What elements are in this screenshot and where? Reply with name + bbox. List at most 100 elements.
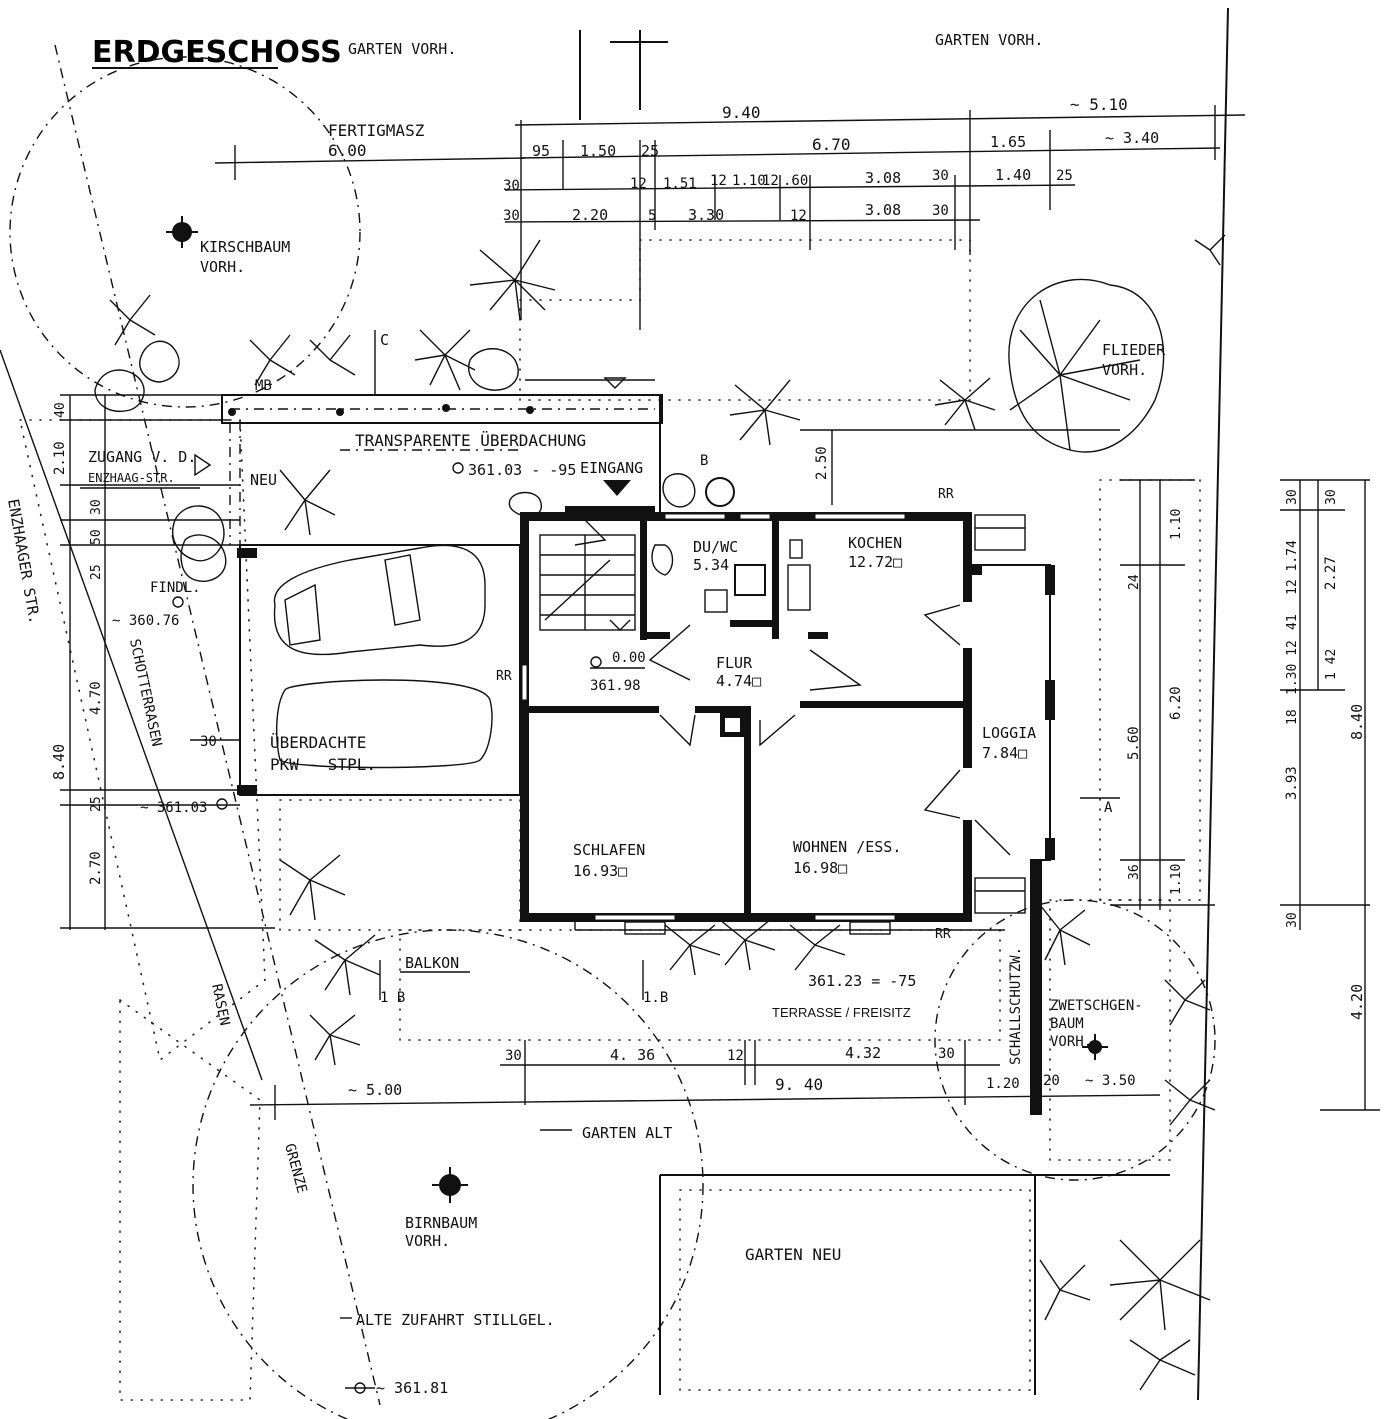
level-pkw: ~ 361.03	[140, 800, 207, 816]
birnbaum-label: BIRNBAUM	[405, 1214, 477, 1232]
room-flur-name: FLUR	[716, 654, 753, 672]
right-dimension-lines	[800, 429, 1380, 1111]
birnbaum-vorh: VORH.	[405, 1232, 450, 1250]
dim-left-30b: 30	[200, 734, 217, 750]
room-wohnen-area: 16.98□	[793, 859, 847, 877]
eingang-label: EINGANG	[580, 459, 643, 477]
dim-r2-e: 1.10	[732, 173, 766, 189]
dim-right-41: 41	[1285, 614, 1300, 630]
kirschbaum-vorh: VORH.	[200, 258, 245, 276]
dim-right-174: 12 1.74	[1285, 540, 1300, 595]
dim-left-210: 2.10	[52, 441, 68, 475]
schallschutz-label: SCHALLSCHUTZW.	[1008, 947, 1024, 1065]
dim-r1-f: ~ 3.40	[1105, 129, 1159, 147]
dim-r2-k: 25	[1056, 168, 1073, 184]
dim-right-420: 4.20	[1348, 984, 1366, 1020]
rr-label-left: RR	[496, 669, 512, 684]
dim-r2-a: 30	[503, 178, 520, 194]
zugang-street: ENZHAAG-STR.	[88, 471, 175, 485]
dim-bot-940: 9. 40	[775, 1075, 823, 1094]
dim-r2-h: 3.08	[865, 169, 901, 187]
dim-bot-30a: 30	[505, 1048, 522, 1064]
dim-r1-d: 6.70	[812, 135, 851, 154]
level-findl: ~ 360.76	[112, 613, 179, 629]
dim-bot-500: ~ 5.00	[348, 1081, 402, 1099]
zwetschgenbaum-tree	[934, 899, 1216, 1181]
dim-r2-i: 30	[932, 168, 949, 184]
dim-left-40: 40	[53, 402, 68, 418]
dim-right-36: 36	[1127, 864, 1142, 880]
pkw-label-1: ÜBERDACHTE	[270, 733, 366, 752]
dim-r2-c: 1.51	[663, 176, 697, 192]
dim-top-total: 9.40	[722, 103, 761, 122]
dim-left-25a: 25	[89, 564, 104, 580]
bathroom-fixtures	[651, 539, 811, 613]
birnbaum-tree	[192, 929, 704, 1419]
flieder-bush	[1008, 278, 1165, 453]
dim-right-840: 8.40	[1348, 704, 1366, 740]
dim-right-393: 3.93	[1284, 766, 1300, 800]
dim-right-110a: 1.10	[1169, 509, 1184, 540]
bottom-dimension-lines	[249, 1040, 1161, 1120]
garden-neu: GARTEN NEU	[745, 1245, 841, 1264]
windows	[521, 513, 906, 921]
dim-r1-b: 1.50	[580, 142, 616, 160]
dim-bot-436: 4. 36	[610, 1046, 655, 1064]
dim-bot-12: 12	[727, 1048, 744, 1064]
zwetschgenbaum-label: ZWETSCHGEN-	[1050, 998, 1143, 1014]
room-kochen-name: KOCHEN	[848, 534, 902, 552]
grenze-label: GRENZE	[281, 1142, 310, 1195]
lb-label-left: 1 B	[380, 990, 405, 1006]
dim-right-110b: 1.10	[1169, 864, 1184, 895]
dim-right-30a: 30	[1285, 489, 1300, 505]
canopy-label: TRANSPARENTE ÜBERDACHUNG	[355, 431, 586, 450]
transparent-canopy	[221, 377, 663, 545]
zwetschgenbaum-baum: BAUM	[1050, 1016, 1084, 1032]
section-a-label: A	[1104, 800, 1113, 816]
left-dimension-lines	[60, 394, 275, 930]
room-loggia-name: LOGGIA	[982, 724, 1036, 742]
plan-title: ERDGESCHOSS	[92, 35, 342, 70]
schotterrasen-label: SCHOTTERRASEN	[126, 638, 164, 749]
dim-r3-b: 2.20	[572, 206, 608, 224]
shrubs	[109, 234, 1226, 1391]
dim-r2-b: 12	[630, 176, 647, 192]
dim-bot-432: 4.32	[845, 1044, 881, 1062]
dim-right-142: 1 42	[1324, 649, 1339, 680]
dim-r2-g: .60	[783, 173, 808, 189]
dim-r2-d: 12	[710, 173, 727, 189]
dim-r3-e: 12	[790, 208, 807, 224]
entry-arrow-icon	[603, 480, 631, 496]
zwetschgenbaum-vorh: VORH.	[1050, 1034, 1092, 1050]
kirschbaum-tree	[9, 56, 361, 408]
dim-mid-250: 2.50	[814, 446, 830, 480]
rr-label-top: RR	[938, 487, 954, 502]
dim-bot-120: 1.20	[986, 1076, 1020, 1092]
entry-post	[705, 477, 735, 507]
balkon-label: BALKON	[405, 954, 459, 972]
dim-bot-30b: 30	[938, 1046, 955, 1062]
alte-zufahrt-label: ALTE ZUFAHRT STILLGEL.	[356, 1311, 555, 1329]
loggia	[972, 514, 1055, 1115]
dim-right-620: 6.20	[1168, 686, 1184, 720]
dim-left-270: 2.70	[88, 851, 104, 885]
findl-marker	[172, 596, 184, 608]
stair	[539, 534, 636, 631]
dim-r2-j: 1.40	[995, 166, 1031, 184]
dim-left-30: 30	[89, 499, 104, 515]
doors	[574, 509, 961, 819]
room-schlafen-area: 16.93□	[573, 862, 627, 880]
top-dimension-lines	[214, 105, 1246, 330]
dim-left-50: 50	[89, 529, 104, 545]
room-wohnen-name: WOHNEN /ESS.	[793, 838, 901, 856]
dim-fertig: 6.00	[328, 141, 367, 160]
carport	[237, 420, 521, 796]
mb-label: MB	[255, 378, 272, 394]
flieder-label: FLIEDER	[1102, 341, 1166, 359]
dim-r2-f: 12	[762, 173, 779, 189]
dim-bot-350: ~ 3.50	[1085, 1073, 1136, 1089]
room-duwc-area: 5.34	[693, 556, 729, 574]
house-walls	[520, 506, 972, 922]
dim-r3-f: 3.08	[865, 201, 901, 219]
